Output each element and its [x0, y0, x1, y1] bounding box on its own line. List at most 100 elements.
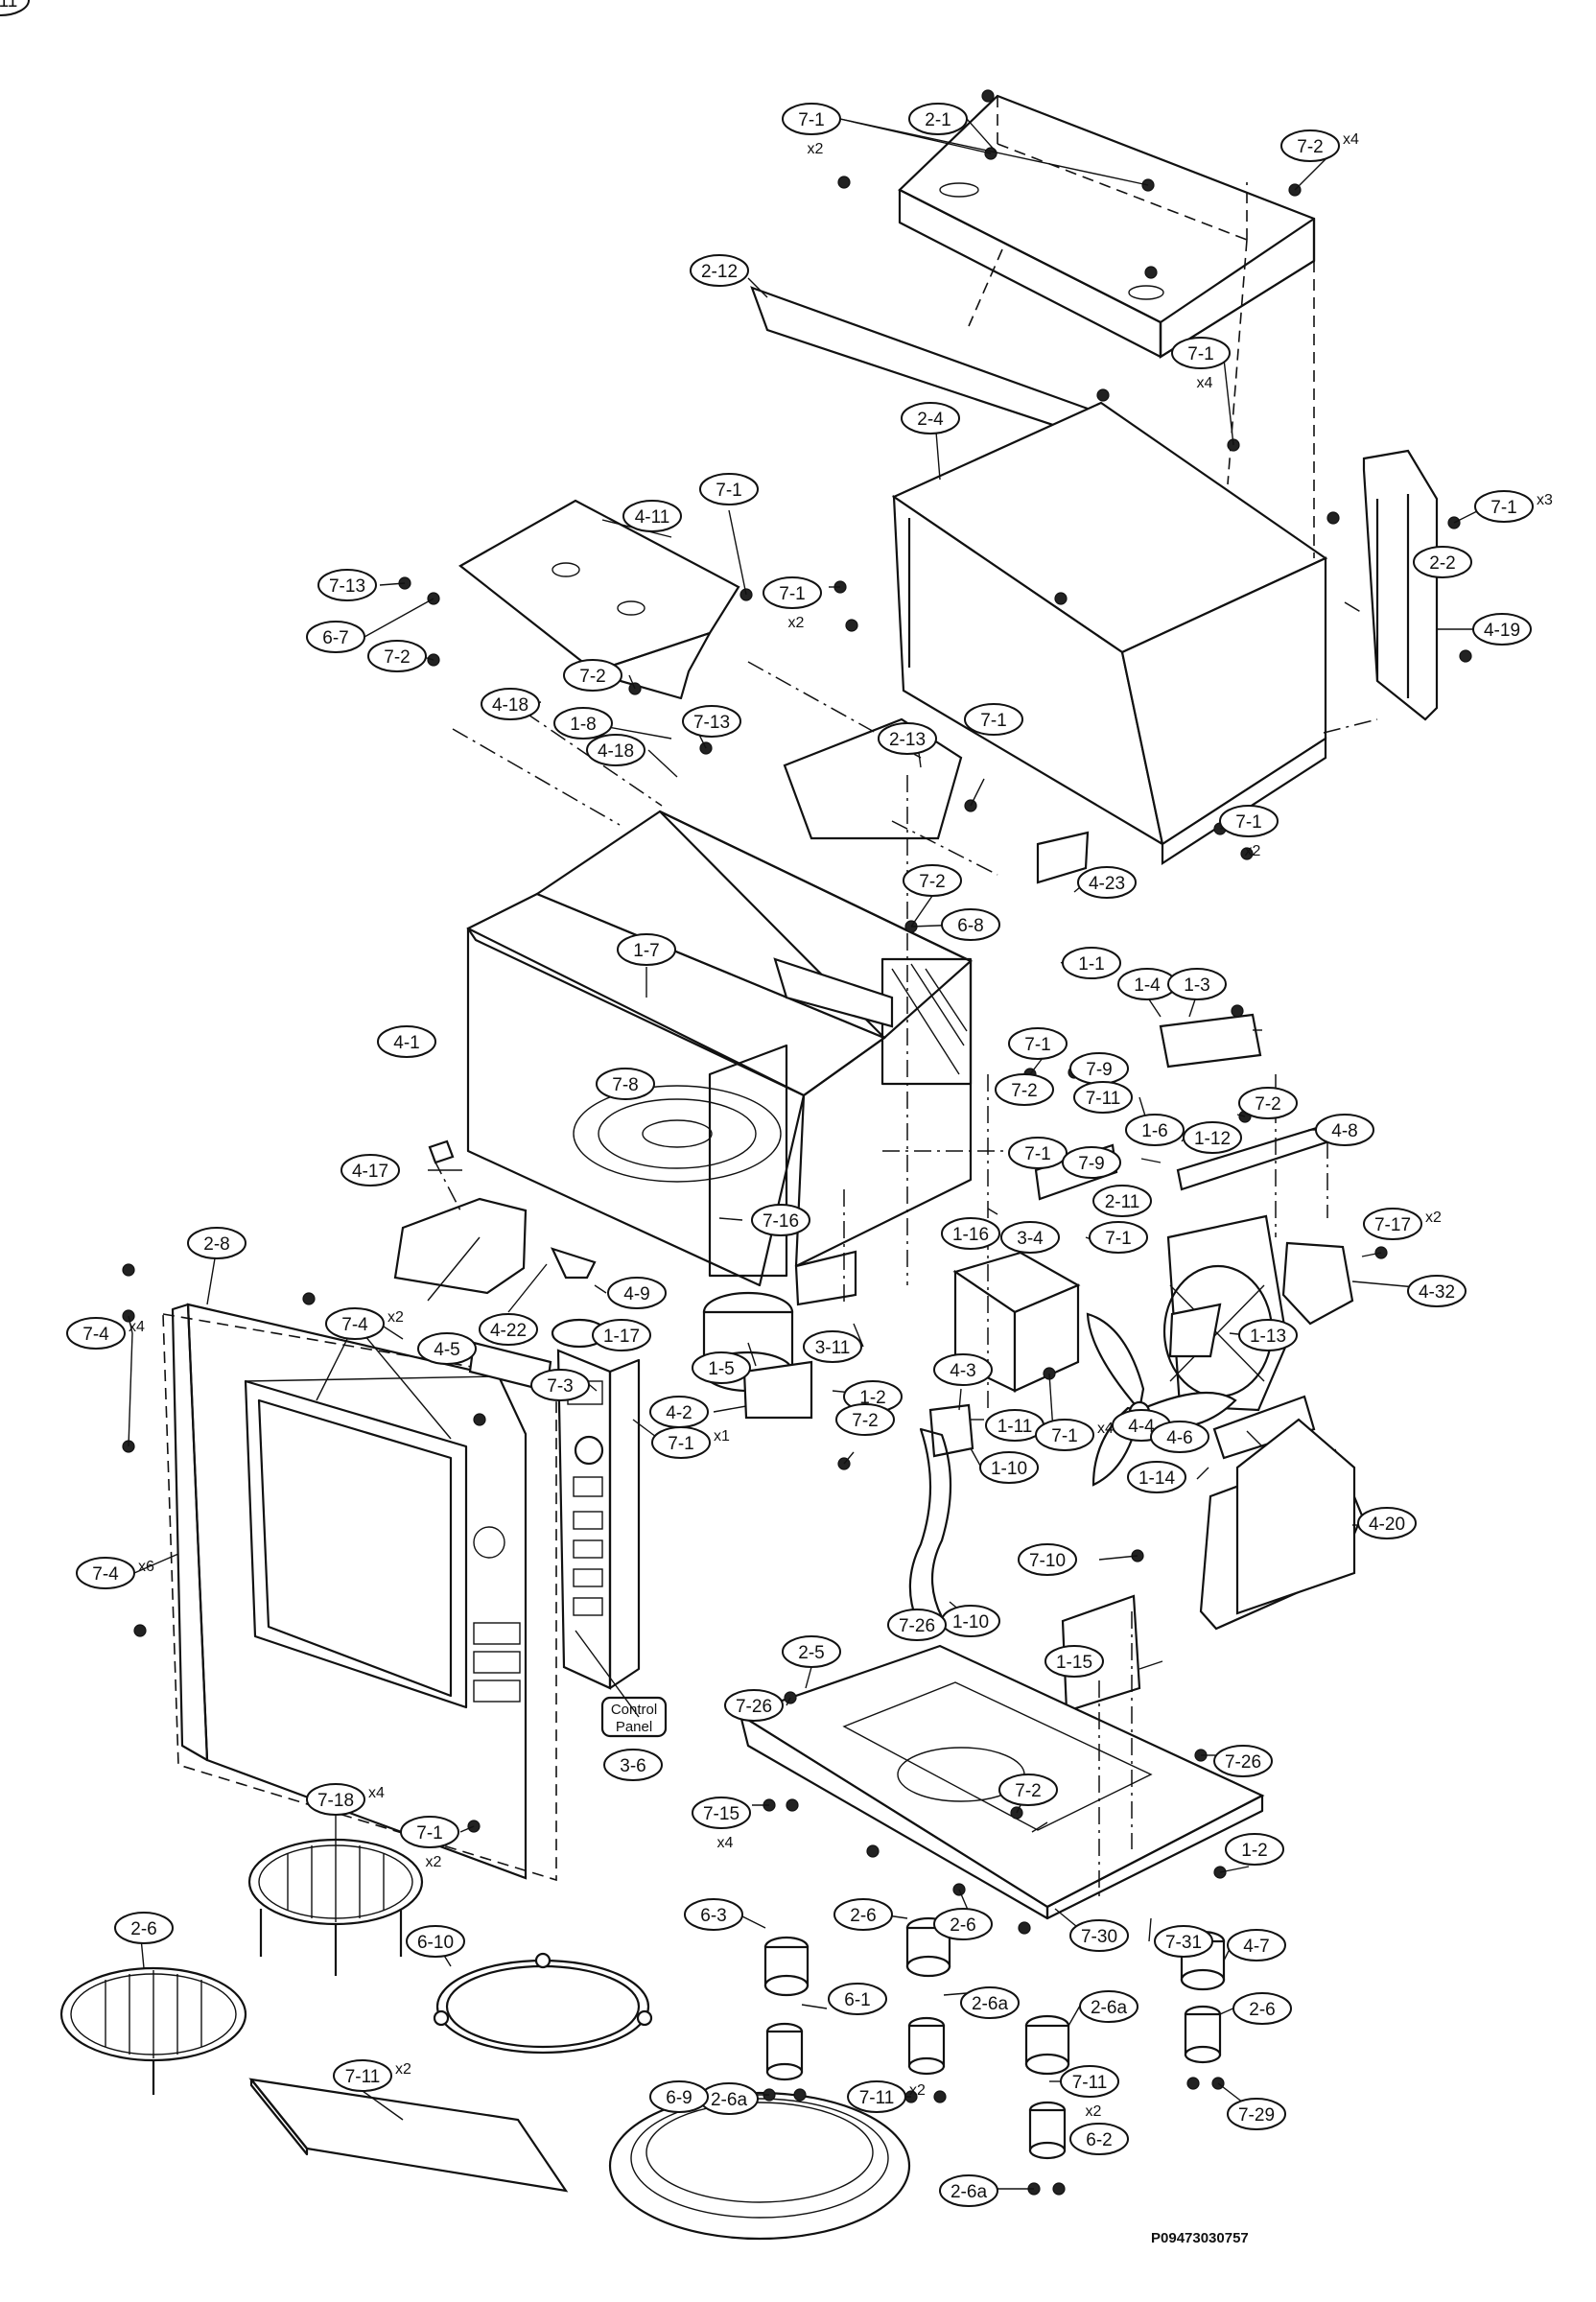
callout-7-1: 7-1 — [964, 703, 1023, 736]
callout-oval — [1060, 2065, 1119, 2098]
callout-oval — [333, 2059, 392, 2092]
callout-1-3: 1-3 — [1167, 968, 1227, 1000]
callout-label: 1-5 — [708, 1359, 734, 1379]
callout-oval — [1000, 1221, 1060, 1254]
callout-oval — [1125, 1114, 1185, 1146]
callout-label: 4-4 — [1128, 1417, 1155, 1437]
callout-7-1: 7-1 — [699, 473, 759, 505]
callout-label: 7-1 — [1024, 1035, 1050, 1055]
callout-oval — [684, 1898, 743, 1931]
callout-label: 4-17 — [352, 1162, 388, 1182]
callout-7-13: 7-13 — [682, 705, 741, 738]
callout-1-16: 1-16 — [941, 1217, 1000, 1250]
callout-6-8: 6-8 — [941, 908, 1000, 941]
callout-4-7: 4-7 — [1227, 1929, 1286, 1961]
callout-oval — [0, 0, 30, 16]
mat-6-9 — [248, 2078, 569, 2193]
callout-oval — [1363, 1208, 1422, 1240]
callout-label: 2-2 — [1429, 553, 1455, 574]
callout-oval — [1232, 1992, 1292, 2025]
callout-7-2: 7-2 — [367, 640, 427, 672]
callout-2-1: 2-1 — [908, 103, 968, 135]
outer-case-2-4 — [891, 239, 1328, 866]
callout-label: 7-4 — [82, 1325, 109, 1345]
callout-6-1: 6-1 — [828, 1983, 887, 2015]
callout-quantity: x2 — [909, 2082, 926, 2099]
callout-oval — [1077, 866, 1137, 899]
callout-label: 4-18 — [598, 741, 634, 762]
callout-label: 7-9 — [1086, 1060, 1112, 1080]
callout-label: 7-31 — [1165, 1933, 1202, 1953]
callout-oval — [835, 1403, 895, 1436]
callout-oval — [941, 908, 1000, 941]
callout-2-6a: 2-6a — [1079, 1990, 1138, 2023]
callout-4-19: 4-19 — [1472, 613, 1532, 646]
svg-text:Panel: Panel — [616, 1719, 652, 1735]
callout-label: 1-16 — [952, 1225, 989, 1245]
callout-7-2: 7-2 — [903, 864, 962, 897]
callout-1-4: 1-4 — [1117, 968, 1177, 1000]
callout-2-6: 2-6 — [1232, 1992, 1292, 2025]
callout-oval — [306, 621, 365, 653]
callout-label: 7-1 — [1235, 812, 1261, 833]
callout-oval — [964, 703, 1023, 736]
callout-label: 4-9 — [623, 1284, 649, 1304]
callout-label: 7-1 — [416, 1823, 442, 1844]
callout-7-1: 7-1x2 — [782, 103, 841, 157]
callout-7-1: 7-1x2 — [763, 576, 822, 631]
callout-label: 2-6a — [951, 2182, 987, 2202]
callout-4-22: 4-22 — [479, 1313, 538, 1346]
callout-label: 7-13 — [693, 713, 730, 733]
callout-oval — [1154, 1925, 1213, 1958]
callout-oval — [1089, 1221, 1148, 1254]
callout-quantity: x2 — [788, 615, 805, 631]
callout-1-5: 1-5 — [692, 1351, 751, 1384]
callout-label: 1-13 — [1250, 1327, 1286, 1347]
callout-quantity: x2 — [395, 2061, 411, 2078]
callout-label: 7-2 — [852, 1411, 878, 1431]
callout-oval — [377, 1025, 436, 1058]
callout-label: 1-1 — [1078, 954, 1104, 975]
callout-label: 7-4 — [341, 1315, 368, 1335]
callout-4-20: 4-20 — [1357, 1507, 1417, 1539]
callout-4-23: 4-23 — [1077, 866, 1137, 899]
callout-oval — [933, 1908, 993, 1940]
callout-label: 6-8 — [957, 916, 983, 936]
callout-label: 7-1 — [1024, 1144, 1050, 1164]
callout-oval — [66, 1317, 126, 1350]
callout-7-2: 7-2 — [835, 1403, 895, 1436]
callout-label: 4-23 — [1089, 874, 1125, 894]
callout-label: 7-26 — [736, 1697, 772, 1717]
callout-oval — [699, 473, 759, 505]
callout-label: 2-1 — [925, 110, 951, 130]
callout-7-31: 7-31 — [1154, 1925, 1213, 1958]
callout-7-1: 7-1 — [1089, 1221, 1148, 1254]
callout-4-2: 4-2 — [649, 1396, 709, 1428]
callout-label: 4-6 — [1166, 1428, 1192, 1448]
callout-6-3: 6-3 — [684, 1898, 743, 1931]
callout-7-3: 7-3 — [530, 1369, 590, 1401]
callout-label: 1-4 — [1134, 975, 1161, 996]
callout-label: 7-29 — [1238, 2105, 1275, 2126]
callout-1-10: 1-10 — [979, 1451, 1039, 1484]
callout-label: 7-2 — [1011, 1081, 1037, 1101]
callout-label: 7-1 — [1051, 1426, 1077, 1446]
callout-oval — [939, 2174, 998, 2207]
callout-quantity: x3 — [1537, 492, 1553, 508]
callout-2-6a: 2-6a — [960, 1986, 1020, 2019]
callout-2-6a: 2-6a — [939, 2174, 998, 2207]
callout-label: 4-18 — [492, 695, 528, 716]
callout-oval — [803, 1330, 862, 1363]
callout-oval — [325, 1307, 385, 1340]
callout-4-1: 4-1 — [377, 1025, 436, 1058]
callout-7-26: 7-26 — [1213, 1745, 1273, 1777]
callout-4-5: 4-5 — [417, 1332, 477, 1365]
callout-oval — [1183, 1121, 1242, 1154]
